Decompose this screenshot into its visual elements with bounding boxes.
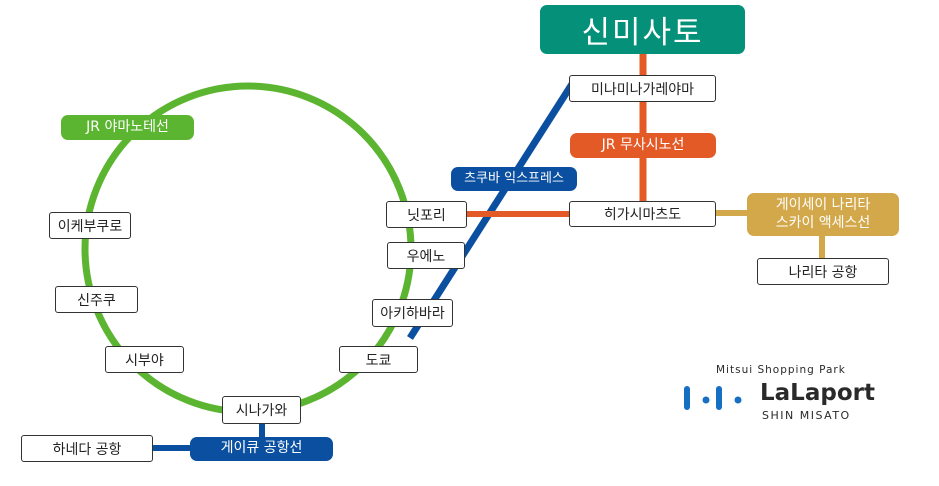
station-narita-airport: 나리타 공항	[757, 258, 889, 285]
station-haneda-airport: 하네다 공항	[21, 435, 153, 462]
logo-location: SHIN MISATO	[762, 409, 851, 422]
station-minami-nagareyama: 미나미나가레야마	[569, 75, 716, 102]
lalaport-logo: Mitsui Shopping Park LaLaport SHIN MISAT…	[680, 364, 880, 426]
station-ikebukuro: 이케부쿠로	[49, 212, 131, 239]
station-shinagawa: 시나가와	[222, 396, 301, 424]
line-label-tsukuba-express: 츠쿠바 익스프레스	[451, 167, 577, 191]
station-higashi-matsudo: 히가시마츠도	[569, 201, 716, 227]
station-shibuya: 시부야	[105, 346, 184, 373]
lalaport-mark-icon	[684, 386, 742, 410]
station-ueno: 우에노	[387, 242, 465, 269]
line-label-keisei-sky-access: 게이세이 나리타 스카이 액세스선	[747, 193, 899, 236]
line-label-yamanote: JR 야마노테선	[61, 115, 194, 140]
station-nippori: 닛포리	[386, 201, 467, 228]
destination-shin-misato: 신미사토	[540, 5, 745, 54]
line-label-musashino: JR 무사시노선	[570, 133, 716, 158]
station-akihabara: 아키하바라	[372, 299, 453, 327]
logo-tagline: Mitsui Shopping Park	[716, 364, 846, 376]
station-tokyo: 도쿄	[339, 346, 418, 373]
logo-brand-name: LaLaport	[760, 380, 875, 406]
station-shinjuku: 신주쿠	[55, 286, 138, 313]
line-label-keikyu-airport: 게이큐 공항선	[190, 437, 333, 461]
